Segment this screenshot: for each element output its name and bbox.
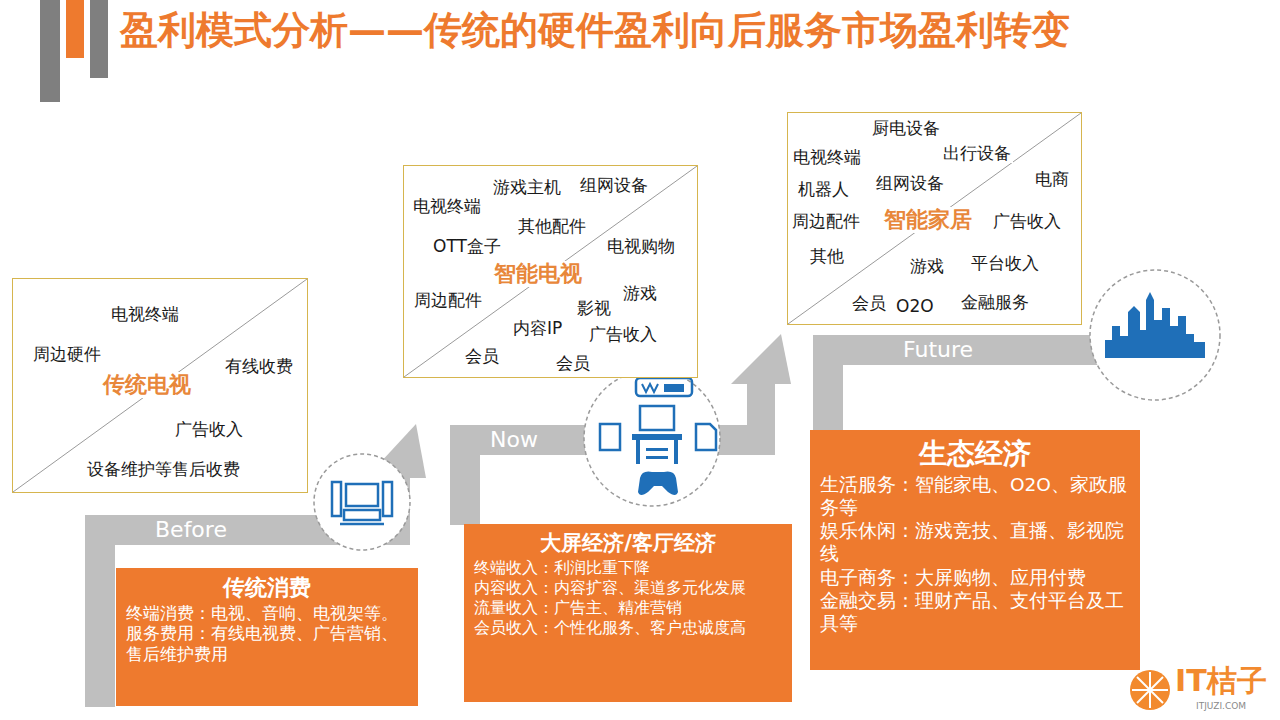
term-word: O2O (894, 296, 936, 316)
logo-segment (1137, 677, 1163, 703)
icon-circle (314, 454, 410, 550)
tv-table (646, 456, 668, 459)
diagonal-line (404, 166, 697, 377)
logo-mark (1130, 670, 1170, 710)
term-word: 有线收费 (223, 356, 295, 376)
tv-screen (346, 484, 378, 506)
city-skyline (1105, 292, 1205, 358)
term-word: 出行设备 (941, 143, 1013, 163)
term-word: 设备维护等售后收费 (85, 459, 242, 479)
tv-stand (344, 510, 380, 520)
title-bar (90, 0, 108, 78)
term-word: 电商 (1033, 169, 1071, 189)
tv-table (632, 434, 682, 440)
term-word: 广告收入 (587, 324, 659, 344)
term-word: 组网设备 (874, 173, 946, 193)
term-word: 周边配件 (412, 290, 484, 310)
floor-line (340, 523, 384, 526)
icon-circle (1090, 270, 1220, 400)
box-body: 娱乐休闲：游戏竞技、直播、影视院线 (820, 519, 1130, 565)
box-body: 金融交易：理财产品、支付平台及工具等 (820, 589, 1130, 635)
term-word: 其他 (808, 246, 846, 266)
term-cloud-box: 游戏主机组网设备电视终端其他配件 OTT盒子 电视购物智能电视游戏 周边配件 影视内容I… (403, 165, 698, 378)
tv-table (646, 448, 668, 451)
term-word: 会员 (463, 346, 501, 366)
term-word: OTT盒子 (431, 236, 503, 256)
term-word: 周边硬件 (31, 344, 103, 364)
box-body: 流量收入：广告主、精准营销 (474, 598, 782, 618)
tv-table (674, 440, 678, 464)
step-band (747, 378, 775, 455)
term-word: 影视 (575, 298, 613, 318)
box-body: 生活服务：智能家电、O2O、家政服务等 (820, 473, 1130, 519)
term-word: 游戏主机 (491, 177, 563, 197)
title-bar (40, 0, 60, 102)
term-word: 电视终端 (791, 147, 863, 167)
stage-label: Before (155, 518, 227, 542)
term-word: 组网设备 (578, 175, 650, 195)
box-body: 会员收入：个性化服务、客户忠诚度高 (474, 618, 782, 638)
term-cloud-box: 厨电设备出行设备 电视终端电商机器人 组网设备周边配件智能家居广告收入其他 平台收入 游… (787, 112, 1082, 325)
box-body: 电子商务：大屏购物、应用付费 (820, 566, 1130, 589)
term-word: 电视终端 (411, 196, 483, 216)
box-body: 终端消费：电视、音响、电视架等。 (126, 604, 408, 625)
center-term: 智能家居 (882, 207, 974, 233)
term-word: 内容IP (511, 318, 564, 338)
term-word: 会员 (850, 293, 888, 313)
term-word: 电视购物 (605, 236, 677, 256)
slide-title: 盈利模式分析——传统的硬件盈利向后服务市场盈利转变 (120, 8, 1070, 54)
term-word: 厨电设备 (870, 118, 942, 138)
term-cloud-box: 电视终端周边硬件传统电视 有线收费广告收入设备维护等售后收费 (12, 278, 308, 493)
box-heading: 大屏经济/客厅经济 (474, 530, 782, 556)
film-icon (600, 424, 620, 450)
term-word: 其他配件 (516, 216, 588, 236)
title-bar (66, 0, 84, 58)
stage-label: Future (903, 338, 973, 362)
term-word: 金融服务 (959, 292, 1031, 312)
box-heading: 生态经济 (820, 436, 1130, 471)
summary-box: 大屏经济/客厅经济终端收入：利润比重下降内容收入：内容扩容、渠道多元化发展流量收… (464, 524, 792, 702)
term-word: 平台收入 (969, 253, 1041, 273)
term-word: 游戏 (621, 283, 659, 303)
term-word: 周边配件 (790, 211, 862, 231)
term-word: 广告收入 (173, 419, 245, 439)
summary-box: 传统消费终端消费：电视、音响、电视架等。服务费用：有线电视费、广告营销、售后维护… (116, 568, 418, 706)
tv-screen (640, 406, 674, 430)
logo-text: ITJUZI.COM (1196, 702, 1246, 712)
summary-box: 生态经济生活服务：智能家电、O2O、家政服务等娱乐休闲：游戏竞技、直播、影视院线… (810, 430, 1140, 670)
speaker (383, 482, 392, 516)
icon-circle (584, 370, 720, 506)
smart-tv-icon (600, 378, 716, 495)
logo-text: IT桔子 (1175, 664, 1267, 697)
logo-segment (1137, 677, 1163, 703)
mp3-icon (696, 424, 716, 450)
diagonal-line (13, 279, 307, 492)
wifi-badge (636, 378, 692, 396)
box-body: 终端收入：利润比重下降 (474, 558, 782, 578)
logo-mark (1132, 672, 1168, 708)
center-term: 智能电视 (492, 261, 584, 287)
box-heading: 传统消费 (126, 574, 408, 602)
box-body: 服务费用：有线电视费、广告营销、售后维护费用 (126, 624, 408, 665)
term-word: 机器人 (796, 179, 851, 199)
tv-table (636, 440, 640, 464)
term-word: 广告收入 (991, 211, 1063, 231)
step-arrow (731, 334, 791, 384)
term-word: 会员 (554, 353, 592, 373)
term-word: 游戏 (908, 256, 946, 276)
stage-label: Now (490, 428, 538, 452)
diagonal-line (788, 113, 1081, 324)
term-word: 电视终端 (109, 304, 181, 324)
box-body: 内容收入：内容扩容、渠道多元化发展 (474, 578, 782, 598)
speaker (332, 482, 341, 516)
center-term: 传统电视 (101, 372, 193, 398)
wifi-mark (664, 384, 684, 392)
step-band (813, 335, 1103, 365)
gamepad-icon (638, 472, 678, 495)
wifi-mark (642, 384, 658, 392)
tv-icon (332, 482, 392, 524)
